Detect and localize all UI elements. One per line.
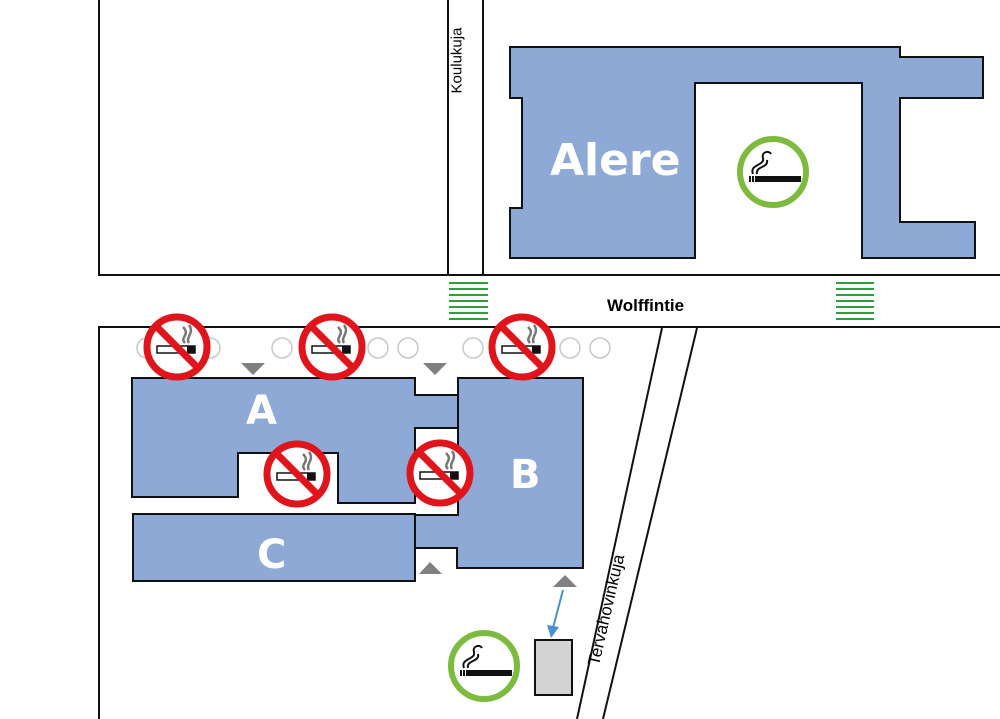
- entrance-arrow-icon: [553, 575, 577, 587]
- no-smoking-icon: [492, 317, 552, 377]
- building-b: [414, 377, 584, 569]
- crosswalk-east: [836, 282, 874, 320]
- waste-shelter: [534, 639, 573, 696]
- smoking-area-icon: [451, 633, 517, 699]
- crosswalk-koulukuja: [449, 282, 488, 320]
- no-smoking-icon: [302, 317, 362, 377]
- no-smoking-icon: [267, 444, 327, 504]
- no-smoking-icon: [147, 317, 207, 377]
- building-label-c: C: [257, 532, 287, 578]
- entrance-arrow-icon: [419, 562, 442, 574]
- building-alere: [509, 46, 984, 259]
- entrance-arrow-icon: [423, 363, 447, 375]
- smoking-area-icon: [740, 139, 806, 205]
- direction-arrow-icon: [547, 589, 564, 638]
- building-c: [132, 513, 416, 582]
- entrance-arrow-icon: [241, 363, 265, 375]
- street-label-koulukuja: Koulukuja: [448, 27, 466, 94]
- building-a: [131, 377, 459, 504]
- street-lines: [98, 0, 1000, 719]
- no-smoking-icon: [410, 443, 470, 503]
- building-label-a: A: [246, 388, 277, 434]
- building-label-b: B: [510, 452, 541, 498]
- street-label-wolffintie: Wolffintie: [607, 296, 685, 315]
- building-label-alere: Alere: [550, 135, 681, 186]
